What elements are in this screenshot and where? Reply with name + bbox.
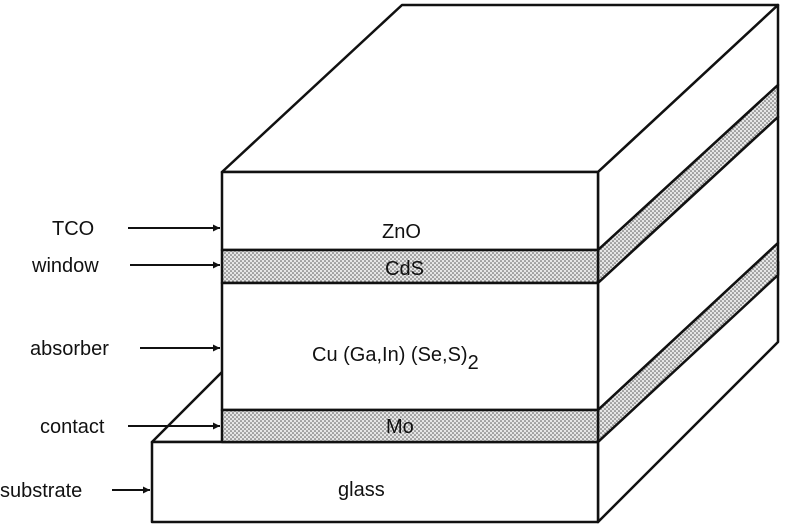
layer-zno: ZnO	[382, 221, 421, 243]
layer-glass: glass	[338, 479, 385, 501]
glass-front-face	[150, 440, 600, 524]
layer-mo: Mo	[386, 416, 414, 438]
cds-front-face	[220, 248, 600, 285]
mo-front-face	[220, 408, 600, 444]
label-contact: contact	[40, 416, 105, 438]
layer-absorber-formula: Cu (Ga,In) (Se,S)	[312, 344, 468, 366]
absorber-front-face	[220, 281, 600, 412]
layer-cds: CdS	[385, 258, 424, 280]
layer-absorber-subscript: 2	[468, 352, 479, 374]
label-tco: TCO	[52, 218, 94, 240]
label-absorber: absorber	[30, 338, 109, 360]
label-window: window	[31, 255, 99, 277]
label-substrate: substrate	[0, 480, 82, 502]
layer-absorber: Cu (Ga,In) (Se,S)2	[312, 344, 479, 374]
zno-front-face	[220, 170, 600, 252]
